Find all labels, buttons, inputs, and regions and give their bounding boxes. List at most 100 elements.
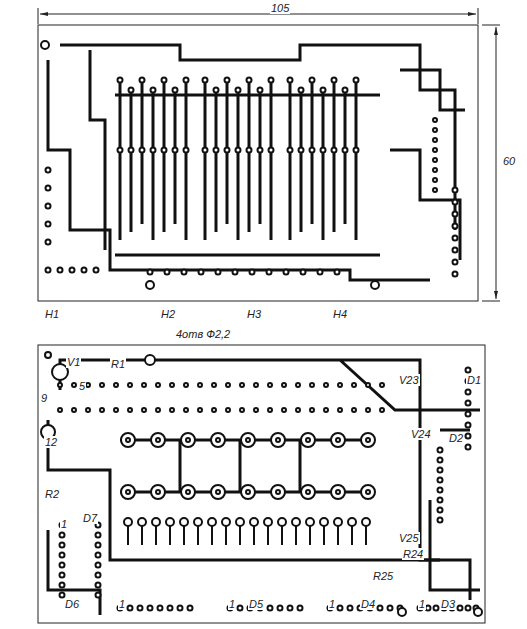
trace	[333, 80, 336, 232]
solder-pad	[354, 148, 359, 153]
solder-pad	[321, 148, 326, 153]
solder-pad	[156, 383, 160, 387]
solder-pad	[336, 438, 340, 442]
solder-pad	[366, 408, 370, 412]
solder-pad	[100, 408, 104, 412]
solder-pad	[258, 88, 263, 93]
solder-pad	[438, 488, 443, 493]
solder-pad	[151, 485, 165, 499]
solder-pad	[184, 78, 189, 83]
solder-pad	[114, 383, 118, 387]
solder-pad	[148, 606, 153, 611]
solder-pad	[380, 408, 384, 412]
solder-pad	[60, 573, 65, 578]
solder-pad	[41, 41, 49, 49]
solder-pad	[348, 606, 353, 611]
trace	[204, 80, 207, 240]
solder-pad	[282, 383, 286, 387]
copper-traces	[48, 45, 480, 615]
solder-pad	[271, 433, 285, 447]
solder-pad	[247, 78, 252, 83]
solder-pad	[96, 573, 101, 578]
solder-pad	[178, 606, 183, 611]
solder-pad	[60, 543, 65, 548]
solder-pad	[438, 448, 443, 453]
solder-pad	[181, 485, 195, 499]
solder-pad	[236, 88, 241, 93]
solder-pad	[145, 355, 155, 365]
solder-pad	[434, 606, 439, 611]
solder-pad	[343, 88, 348, 93]
solder-pad	[380, 383, 384, 387]
solder-pad	[46, 240, 51, 245]
solder-pad	[301, 433, 315, 447]
solder-pad	[310, 78, 315, 83]
solder-pad	[268, 408, 272, 412]
pin-number: 1	[418, 598, 426, 610]
trace	[259, 90, 262, 224]
solder-pad	[212, 383, 216, 387]
solder-pad	[466, 445, 471, 450]
solder-pad	[298, 606, 303, 611]
solder-pad	[247, 148, 252, 153]
trace	[323, 526, 325, 545]
solder-pad	[288, 148, 293, 153]
solder-pad	[366, 438, 370, 442]
solder-pad	[208, 518, 216, 526]
trace	[355, 80, 358, 240]
solder-pad	[246, 490, 250, 494]
solder-pad	[46, 222, 51, 227]
solder-pad	[186, 438, 190, 442]
trace	[183, 526, 185, 545]
solder-pad	[466, 390, 471, 395]
solder-pad	[186, 490, 190, 494]
solder-pad	[433, 188, 437, 192]
solder-pad	[199, 270, 204, 275]
dimension-text: 105	[270, 2, 290, 14]
solder-pad	[118, 78, 123, 83]
solder-pad	[278, 518, 286, 526]
solder-pad	[151, 88, 156, 93]
solder-pad	[466, 606, 471, 611]
solder-pad	[474, 608, 482, 616]
solder-pad	[338, 606, 343, 611]
solder-pad	[58, 383, 62, 387]
solder-pad	[361, 485, 375, 499]
trace	[351, 526, 353, 545]
solder-pad	[188, 606, 193, 611]
solder-pad	[214, 148, 219, 153]
solder-pad	[72, 408, 76, 412]
solder-pad	[194, 518, 202, 526]
solder-pad	[453, 188, 458, 193]
trace	[141, 80, 144, 224]
solder-pad	[438, 468, 443, 473]
solder-pad	[46, 204, 51, 209]
solder-pad	[96, 593, 101, 598]
trace	[289, 80, 292, 240]
trace	[344, 90, 347, 224]
part-label: V23	[398, 374, 420, 386]
solder-pad	[438, 498, 443, 503]
solder-pad	[142, 383, 146, 387]
solder-pad	[301, 270, 306, 275]
solder-pad	[254, 408, 258, 412]
solder-pad	[182, 270, 187, 275]
solder-pad	[60, 583, 65, 588]
part-label: D4	[360, 598, 376, 610]
solder-pad	[388, 606, 393, 611]
solder-pad	[362, 518, 370, 526]
solder-pad	[96, 543, 101, 548]
solder-pad	[453, 260, 458, 265]
solder-pad	[156, 490, 160, 494]
dimension-line	[496, 27, 497, 299]
solder-pad	[126, 438, 130, 442]
solder-pad	[156, 408, 160, 412]
solder-pad	[72, 383, 76, 387]
solder-pad	[225, 148, 230, 153]
solder-pad	[45, 352, 51, 358]
solder-pad	[438, 478, 443, 483]
solder-pad	[310, 148, 315, 153]
solder-pad	[438, 508, 443, 513]
solder-pad	[352, 408, 356, 412]
trace	[211, 526, 213, 545]
